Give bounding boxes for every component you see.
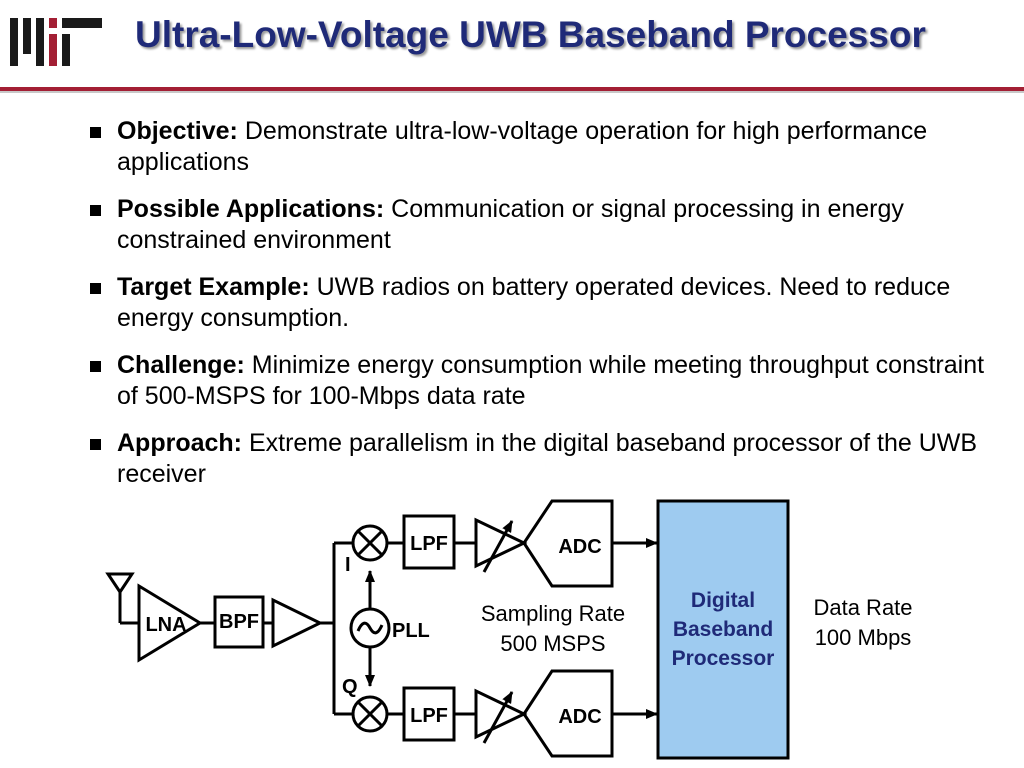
bpf-label: BPF	[219, 611, 259, 633]
dbp-label-line2: Baseband	[673, 618, 773, 641]
receiver-block-diagram: LNA BPF LPF LPF ADC ADC PLL I Q Sampling…	[105, 499, 913, 760]
amplifier	[271, 597, 324, 649]
bullet-item-applications: Possible Applications: Communication or …	[90, 194, 990, 256]
dbp-label-line3: Processor	[672, 647, 775, 670]
oscillator-icon	[349, 607, 391, 649]
vga-i	[474, 517, 528, 569]
adc-i-label: ADC	[558, 536, 601, 558]
page-title: Ultra-Low-Voltage UWB Baseband Processor	[135, 14, 926, 55]
bullet-heading: Challenge:	[117, 351, 245, 379]
adc-q-label: ADC	[558, 706, 601, 728]
digital-baseband-processor-block	[656, 499, 790, 760]
mixer-q	[351, 695, 389, 733]
pll-label: PLL	[392, 620, 430, 642]
mixer-i	[351, 524, 389, 562]
bullet-text: Minimize energy consumption while meetin…	[117, 351, 985, 410]
bullet-item-challenge: Challenge: Minimize energy consumption w…	[90, 350, 990, 412]
lpf-q-label: LPF	[410, 705, 448, 727]
bullet-item-objective: Objective: Demonstrate ultra-low-voltage…	[90, 116, 990, 178]
lna-label: LNA	[145, 614, 186, 636]
bullet-heading: Target Example:	[117, 273, 310, 301]
dbp-label-line1: Digital	[691, 589, 755, 612]
bullet-item-approach: Approach: Extreme parallelism in the dig…	[90, 428, 990, 490]
title-divider	[0, 87, 1024, 91]
bullet-heading: Possible Applications:	[117, 195, 385, 223]
title-divider-shadow	[0, 91, 1024, 93]
data-rate-value: 100 Mbps	[815, 625, 912, 650]
square-bullet-icon	[90, 205, 101, 216]
lna-amplifier	[137, 583, 203, 663]
square-bullet-icon	[90, 361, 101, 372]
square-bullet-icon	[90, 439, 101, 450]
antenna-icon	[105, 572, 139, 625]
bullet-item-target-example: Target Example: UWB radios on battery op…	[90, 272, 990, 334]
bullet-text: Communication or signal processing in en…	[117, 195, 904, 254]
sampling-rate-value: 500 MSPS	[500, 631, 605, 656]
sampling-rate-label: Sampling Rate	[481, 601, 625, 626]
bullet-text: Demonstrate ultra-low-voltage operation …	[117, 117, 928, 176]
square-bullet-icon	[90, 127, 101, 138]
bullet-list: Objective: Demonstrate ultra-low-voltage…	[90, 116, 990, 506]
q-channel-label: Q	[342, 676, 358, 698]
square-bullet-icon	[90, 283, 101, 294]
lpf-i-label: LPF	[410, 533, 448, 555]
bullet-text: Extreme parallelism in the digital baseb…	[117, 429, 978, 488]
bullet-heading: Objective:	[117, 117, 238, 145]
i-channel-label: I	[345, 554, 351, 576]
data-rate-label: Data Rate	[813, 595, 912, 620]
bullet-text: UWB radios on battery operated devices. …	[117, 273, 951, 332]
mit-logo	[10, 18, 102, 66]
bullet-heading: Approach:	[117, 429, 242, 457]
vga-q	[474, 688, 528, 740]
